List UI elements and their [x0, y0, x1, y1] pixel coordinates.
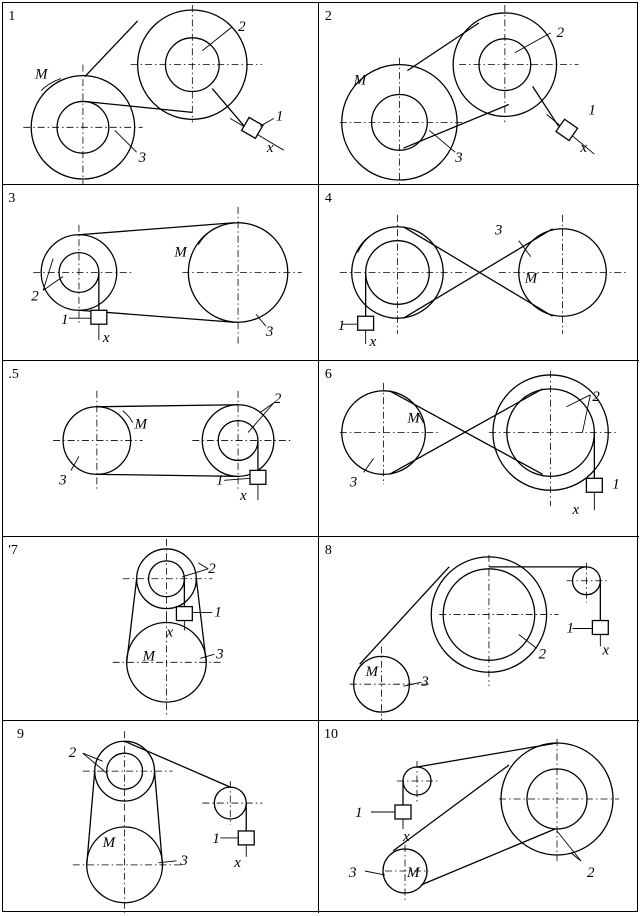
label-x: x	[601, 642, 609, 658]
label-M: M	[365, 664, 380, 680]
panel-8: 8 M 2 1 3 x	[319, 537, 639, 721]
label-pulley: 3	[494, 223, 502, 239]
label-drum: 3	[348, 865, 357, 881]
label-pulley: 2	[69, 745, 77, 761]
label-x: x	[233, 855, 241, 871]
label-M: M	[524, 270, 539, 286]
label-drum: 3	[179, 853, 187, 869]
panel-number: 10	[324, 727, 338, 742]
panel-3: 3 M 2 1 3 x	[3, 185, 319, 361]
panel-number: 4	[325, 191, 332, 206]
label-drum: 3	[215, 646, 223, 662]
label-weight: 1	[588, 102, 595, 118]
panel-10-diagram: 10 M 2 1 3 x	[324, 727, 619, 901]
panel-9-diagram: 9 M 2 1 3 x	[17, 727, 263, 913]
label-weight: 1	[61, 312, 68, 328]
label-x: x	[165, 624, 173, 640]
label-weight: 1	[355, 805, 363, 821]
label-pulley: 2	[238, 19, 246, 35]
panel-1-diagram: 1 M 2 1 3 x	[8, 4, 285, 184]
panel-7-diagram: '7 M 2 1 3 x	[8, 538, 224, 717]
label-pulley: 2	[539, 646, 547, 662]
panel-number: 9	[17, 727, 24, 742]
label-pulley: 2	[592, 389, 600, 405]
panel-number: .5	[8, 367, 18, 382]
label-weight: 1	[567, 620, 574, 636]
panel-4: 4 M 3 1 x	[319, 185, 639, 361]
label-weight: 1	[338, 318, 345, 334]
panel-10: 10 M 2 1 3 x	[319, 721, 639, 913]
label-x: x	[239, 488, 247, 504]
label-weight: 1	[216, 472, 223, 488]
panel-4-diagram: 4 M 3 1 x	[325, 191, 629, 350]
label-drum: 3	[349, 474, 357, 490]
panel-6: 6 M 2 1 3 x	[319, 361, 639, 537]
label-weight: 1	[214, 605, 221, 621]
label-x: x	[571, 502, 579, 518]
label-pulley: 2	[587, 865, 595, 881]
panel-number: 6	[325, 367, 332, 382]
label-pulley: 2	[274, 391, 282, 407]
panel-number: 2	[325, 9, 332, 24]
panel-5: .5 M 2 1 3 x	[3, 361, 319, 537]
label-M: M	[102, 835, 117, 851]
label-drum: 3	[454, 150, 462, 166]
label-weight: 1	[612, 476, 619, 492]
panel-5-diagram: .5 M 2 1 3 x	[8, 367, 292, 504]
label-M: M	[353, 73, 368, 89]
panel-1: 1 M 2 1 3 x	[3, 3, 319, 185]
label-M: M	[142, 648, 157, 664]
panel-number: '7	[8, 543, 18, 558]
label-x: x	[266, 140, 274, 156]
label-M: M	[173, 245, 188, 261]
panel-number: 3	[8, 191, 15, 206]
label-drum: 3	[265, 324, 273, 340]
label-M: M	[134, 417, 149, 433]
label-pulley: 2	[208, 561, 216, 577]
label-weight: 1	[212, 831, 219, 847]
panel-number: 1	[8, 9, 15, 24]
panel-6-diagram: 6 M 2 1 3 x	[325, 367, 620, 518]
label-M: M	[406, 411, 421, 427]
panel-7: '7 M 2 1 3 x	[3, 537, 319, 721]
label-x: x	[369, 334, 377, 350]
label-pulley: 2	[557, 25, 565, 41]
label-M: M	[34, 67, 49, 83]
label-pulley: 2	[31, 288, 39, 304]
panel-9: 9 M 2 1 3 x	[3, 721, 319, 913]
label-weight: 1	[276, 108, 283, 124]
panel-number: 8	[325, 543, 332, 558]
panel-3-diagram: 3 M 2 1 3 x	[8, 191, 302, 346]
label-drum: 3	[420, 674, 428, 690]
label-x: x	[402, 829, 410, 845]
panel-8-diagram: 8 M 2 1 3 x	[325, 543, 609, 720]
label-drum: 3	[58, 472, 66, 488]
label-drum: 3	[138, 150, 146, 166]
label-x: x	[102, 330, 110, 346]
label-M: M	[406, 865, 421, 881]
label-x: x	[579, 140, 587, 156]
panel-2: 2 M 2 1 3 x	[319, 3, 639, 185]
panel-2-diagram: 2 M 2 1 3 x	[325, 4, 596, 184]
